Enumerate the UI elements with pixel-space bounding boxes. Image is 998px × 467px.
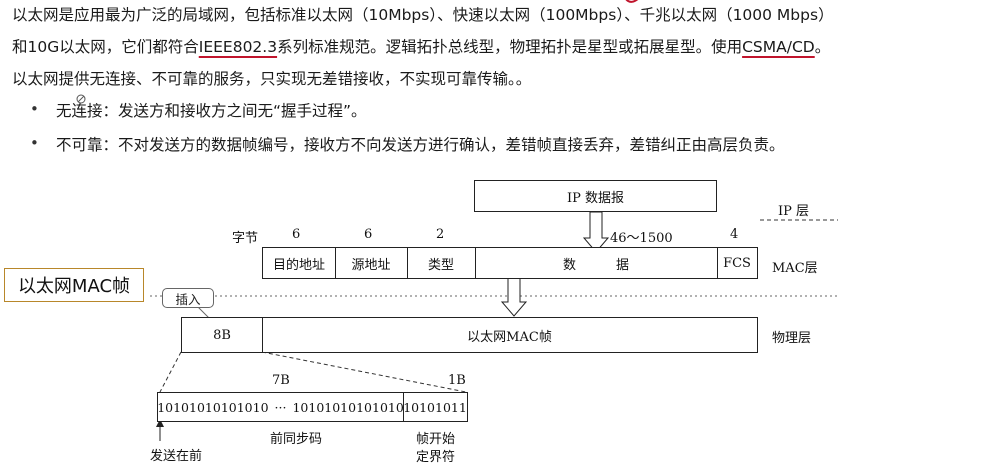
send-first-label: 发送在前 bbox=[150, 449, 203, 464]
phy-mac-frame: 以太网MAC帧 bbox=[467, 329, 552, 345]
mac-frame-title: 以太网MAC帧 bbox=[4, 268, 144, 302]
preamble-bits: 10101010101010 ··· 10101010101010 bbox=[157, 393, 404, 421]
pencil-annotation-icon bbox=[76, 94, 86, 104]
bullet-dot-2: • bbox=[30, 134, 39, 152]
preamble-ellipsis: ··· bbox=[274, 399, 287, 415]
para-line-2: 和10G以太网，它们都符合IEEE802.3系列标准规范。逻辑拓扑总线型，物理拓… bbox=[12, 36, 830, 58]
preamble-label: 前同步码 bbox=[270, 432, 323, 447]
sfd-label-line-2: 定界符 bbox=[416, 450, 456, 465]
insert-callout: 插入 bbox=[162, 288, 214, 308]
para-2-text-c: 系列标准规范。逻辑拓扑总线型，物理拓扑是星型或拓展星型。使用 bbox=[277, 38, 743, 56]
para-2-text-e: 。 bbox=[814, 38, 831, 56]
size-7b: 7B bbox=[272, 373, 290, 388]
preamble-detail: 10101010101010 ··· 10101010101010 101010… bbox=[157, 392, 468, 422]
divider bbox=[475, 248, 476, 278]
mac-frame: 目的地址 源地址 类型 数 据 FCS bbox=[262, 247, 758, 279]
mac-layer-label: MAC层 bbox=[772, 261, 818, 276]
bullet-2: 不可靠：不对发送方的数据帧编号，接收方不向发送方进行确认，差错帧直接丢弃，差错纠… bbox=[56, 134, 785, 156]
para-1-text: 以太网是应用最为广泛的局域网，包括标准以太网（10Mbps）、快速以太网（100… bbox=[12, 6, 834, 24]
preamble-8b: 8B bbox=[213, 327, 231, 343]
bullet-1-text: 无连接：发送方和接收方之间无“握手过程”。 bbox=[56, 102, 367, 120]
para-3-text: 以太网提供无连接、不可靠的服务，只实现无差错接收，不实现可靠传输。。 bbox=[12, 70, 532, 88]
size-fcs: 4 bbox=[730, 227, 739, 242]
field-src: 源地址 bbox=[351, 257, 391, 273]
field-dest: 目的地址 bbox=[272, 257, 325, 273]
byte-label: 字节 bbox=[232, 231, 259, 246]
red-pen-mark bbox=[625, 0, 639, 3]
divider bbox=[717, 248, 718, 278]
bullet-dot-1: • bbox=[30, 100, 39, 118]
size-data: 46～1500 bbox=[610, 231, 673, 246]
ip-layer-label: IP 层 bbox=[778, 204, 810, 219]
divider bbox=[335, 248, 336, 278]
field-fcs: FCS bbox=[723, 255, 751, 271]
field-data-char-2: 据 bbox=[616, 257, 630, 273]
ip-packet-label: IP 数据报 bbox=[566, 190, 624, 206]
phy-layer-label: 物理层 bbox=[772, 331, 812, 346]
size-dest: 6 bbox=[292, 227, 301, 242]
para-line-3: 以太网提供无连接、不可靠的服务，只实现无差错接收，不实现可靠传输。。 bbox=[12, 68, 531, 90]
size-type: 2 bbox=[436, 227, 445, 242]
sfd-bits: 10101011 bbox=[403, 399, 467, 415]
divider bbox=[403, 393, 404, 421]
field-type: 类型 bbox=[427, 257, 454, 273]
csma-cd: CSMA/CD bbox=[742, 38, 815, 56]
size-1b: 1B bbox=[448, 373, 466, 388]
divider bbox=[262, 318, 263, 352]
sfd-label-line-1: 帧开始 bbox=[416, 432, 456, 447]
preamble-bits-right: 10101010101010 bbox=[292, 399, 404, 415]
para-line-1: 以太网是应用最为广泛的局域网，包括标准以太网（10Mbps）、快速以太网（100… bbox=[12, 4, 834, 26]
ip-packet-box: IP 数据报 bbox=[474, 180, 717, 212]
size-src: 6 bbox=[364, 227, 373, 242]
preamble-bits-left: 10101010101010 bbox=[157, 399, 269, 415]
ieee-standard: IEEE802.3 bbox=[198, 38, 278, 56]
physical-frame: 8B 以太网MAC帧 bbox=[181, 317, 758, 353]
divider bbox=[407, 248, 408, 278]
field-data-char-1: 数 bbox=[562, 257, 576, 273]
para-2-text-a: 和10G以太网，它们都符合 bbox=[12, 38, 199, 56]
bullet-1: 无连接：发送方和接收方之间无“握手过程”。 bbox=[56, 100, 367, 122]
field-data: 数 据 bbox=[475, 248, 717, 278]
bullet-2-text: 不可靠：不对发送方的数据帧编号，接收方不向发送方进行确认，差错帧直接丢弃，差错纠… bbox=[56, 136, 785, 154]
